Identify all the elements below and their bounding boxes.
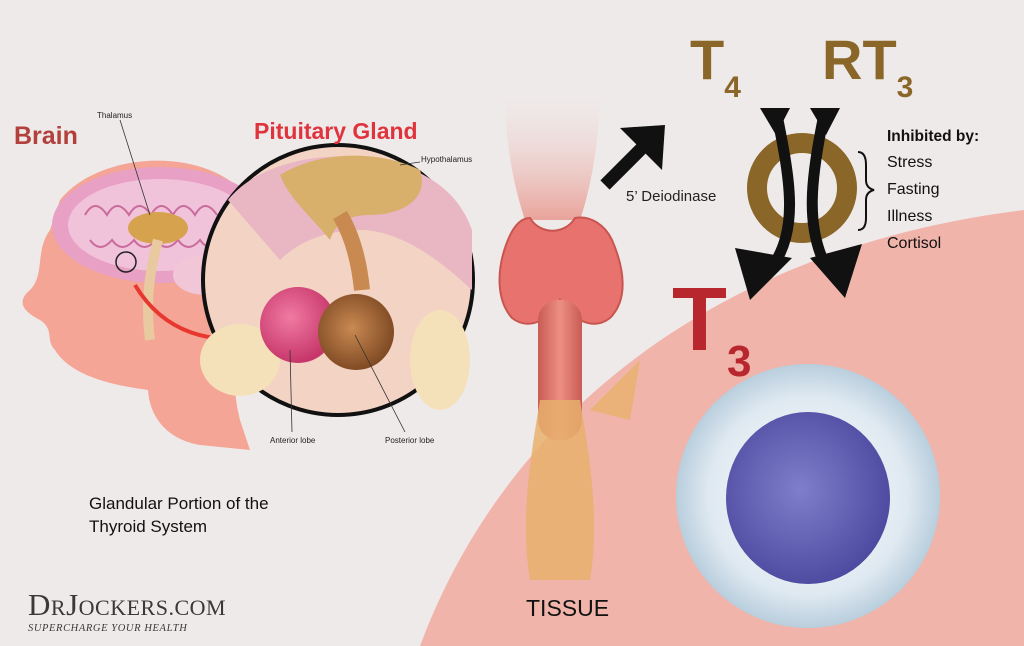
thalamus-shape — [128, 212, 188, 244]
hypothalamus-label: Hypothalamus — [421, 155, 473, 164]
up-right-arrow — [620, 125, 665, 170]
t3-letter: T — [672, 270, 727, 370]
posterior-lobe-shape — [318, 294, 394, 370]
brand-tagline: SUPERCHARGE YOUR HEALTH — [28, 623, 188, 634]
t4-subscript: 4 — [724, 71, 741, 104]
pituitary-marker-circle — [115, 251, 137, 273]
inhibitor-brace — [857, 151, 875, 231]
inhibitor-item: Fasting — [887, 181, 940, 198]
t4-hormone-label: T4 — [690, 28, 741, 105]
deiodinase-label: 5’ Deiodinase — [626, 188, 717, 205]
brand-name: DRJOCKERS.COM — [28, 587, 227, 622]
pituitary-gland-label: Pituitary Gland — [254, 118, 418, 144]
rt3-letters: RT — [822, 28, 897, 91]
thalamus-label: Thalamus — [97, 111, 133, 120]
t3-subscript: 3 — [726, 337, 752, 386]
cell-nucleus — [726, 412, 890, 584]
inhibitor-item: Stress — [887, 154, 933, 171]
glandular-portion-caption: Glandular Portion of the Thyroid System — [89, 494, 269, 536]
inhibited-by-heading: Inhibited by: — [887, 128, 980, 145]
brain-label: Brain — [14, 122, 78, 150]
arrow-to-t3 — [735, 248, 792, 300]
posterior-lobe-label: Posterior lobe — [385, 436, 435, 445]
anterior-lobe-label: Anterior lobe — [270, 436, 316, 445]
t4-letter: T — [690, 28, 725, 91]
thyroid-gland-shape — [498, 216, 624, 325]
inhibitor-item: Cortisol — [887, 235, 942, 252]
larynx-shape — [505, 100, 600, 220]
esophagus-shape — [525, 400, 595, 580]
inhibitor-item: Illness — [887, 208, 933, 225]
brand-logo: DRJOCKERS.COM SUPERCHARGE YOUR HEALTH — [28, 587, 227, 634]
tissue-label: TISSUE — [526, 595, 610, 621]
arrow-from-t3 — [810, 244, 862, 298]
anterior-lobe-shape — [260, 287, 336, 363]
rt3-hormone-label: RT3 — [822, 28, 913, 105]
t3-hormone-label: T3 — [672, 270, 751, 386]
conversion-ring — [747, 133, 857, 243]
rt3-subscript: 3 — [896, 71, 914, 104]
